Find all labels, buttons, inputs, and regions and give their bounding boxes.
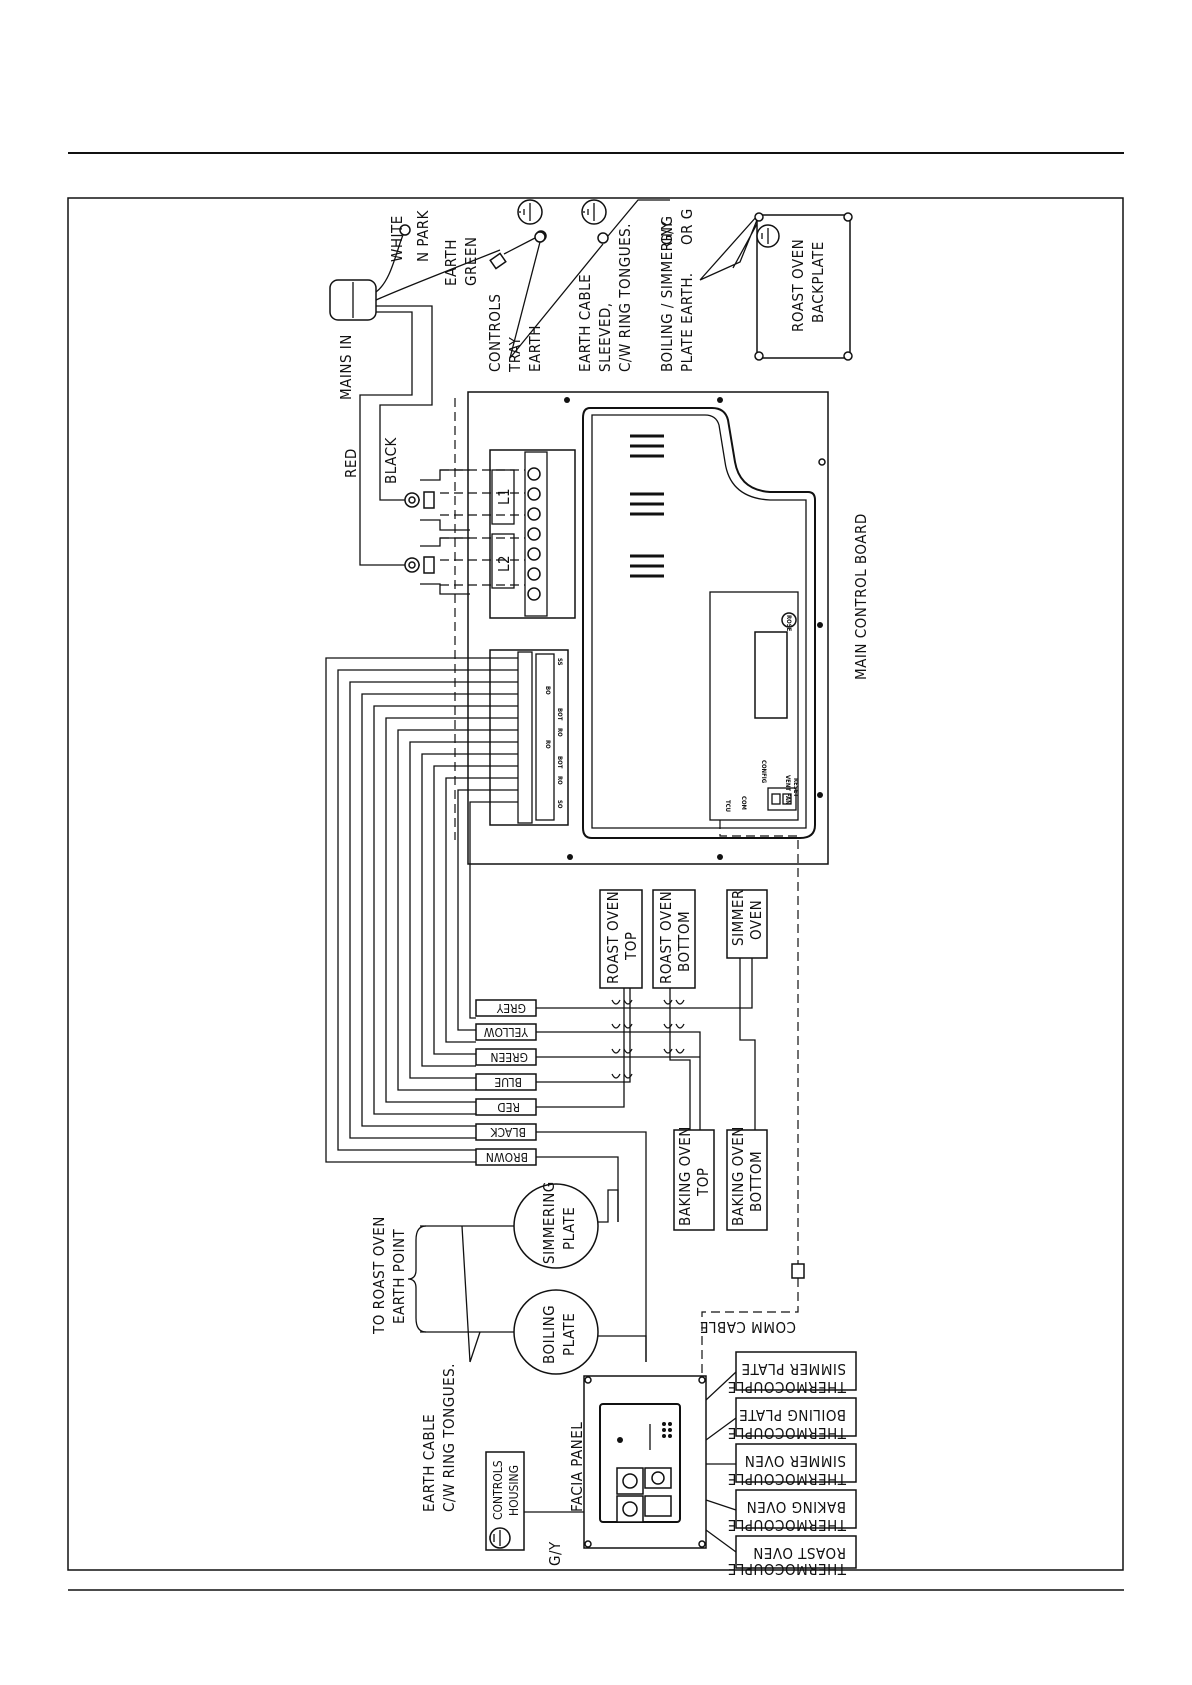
l2-label: L2 bbox=[495, 555, 513, 572]
gy-label: G/Y bbox=[546, 1541, 564, 1566]
power-terminal-block bbox=[404, 449, 576, 619]
board-small-label: VENT FAN bbox=[784, 775, 791, 805]
svg-text:BLUE: BLUE bbox=[494, 1075, 522, 1089]
svg-text:RO: RO bbox=[544, 740, 551, 749]
svg-text:THERMOCOUPLE: THERMOCOUPLE bbox=[727, 1560, 847, 1578]
roast-oven-backplate bbox=[754, 212, 853, 361]
diagram-frame bbox=[67, 197, 1124, 1571]
roast-oven-bottom-box bbox=[652, 889, 696, 989]
earth-symbol-icon bbox=[581, 199, 607, 225]
mains-cable bbox=[329, 224, 547, 566]
baking-top-label-1: BAKING OVEN bbox=[676, 1126, 694, 1226]
boiling-simmering-earth-2: PLATE EARTH. bbox=[678, 272, 696, 372]
backplate-label-1: ROAST OVEN bbox=[789, 239, 807, 332]
roast-bottom-label-1: ROAST OVEN bbox=[657, 891, 675, 984]
svg-text:GREY: GREY bbox=[496, 1001, 526, 1015]
controls-housing bbox=[485, 1451, 525, 1551]
green-label: GREEN bbox=[462, 237, 480, 286]
svg-text:BOT: BOT bbox=[556, 756, 563, 769]
board-small-label: ROSE bbox=[785, 615, 792, 632]
controls-tray-earth-3: EARTH bbox=[526, 325, 544, 372]
main-control-board-label: MAIN CONTROL BOARD bbox=[852, 513, 870, 680]
controls-housing-label-2: HOUSING bbox=[507, 1465, 521, 1516]
wire-colour-labels: GREY YELLOW GREEN BLUE RED BLACK BROWN bbox=[483, 1001, 529, 1164]
baking-bottom-label-2: BOTTOM bbox=[747, 1151, 765, 1212]
roast-top-label-2: TOP bbox=[622, 932, 640, 962]
comm-connector bbox=[791, 1263, 805, 1279]
svg-text:THERMOCOUPLE: THERMOCOUPLE bbox=[727, 1378, 847, 1396]
svg-text:RED: RED bbox=[497, 1100, 520, 1114]
control-terminal-strip bbox=[489, 649, 569, 826]
terminal-strip-labels: SS BOT RO BOT RO SO BO RO bbox=[544, 658, 563, 809]
white-wire-label: WHITE bbox=[388, 215, 406, 262]
brace bbox=[407, 1225, 427, 1333]
svg-text:BAKING OVEN: BAKING OVEN bbox=[746, 1498, 846, 1516]
earth-cable-ring-2: C/W RING TONGUES. bbox=[440, 1363, 458, 1512]
controls-tray-earth-2: TRAY bbox=[506, 336, 524, 373]
svg-text:BO: BO bbox=[544, 686, 551, 695]
earth-label: EARTH bbox=[442, 239, 460, 286]
to-roast-earth-2: EARTH POINT bbox=[390, 1228, 408, 1324]
svg-text:GREEN: GREEN bbox=[490, 1050, 528, 1064]
board-small-label: TCU bbox=[724, 800, 731, 812]
earth-cable-sleeved-1: EARTH CABLE bbox=[576, 274, 594, 372]
gy-or-g-2: OR G bbox=[678, 208, 696, 245]
svg-text:BROWN: BROWN bbox=[486, 1150, 528, 1164]
svg-text:RO: RO bbox=[556, 776, 563, 785]
svg-text:SS: SS bbox=[556, 658, 563, 666]
comm-cable-label: COMM CABLE bbox=[699, 1318, 796, 1336]
thermocouple-labels: SIMMER PLATE THERMOCOUPLE BOILING PLATE … bbox=[727, 1360, 847, 1578]
boiling-plate-label-1: BOILING bbox=[540, 1305, 558, 1364]
earth-cable-ring-1: EARTH CABLE bbox=[420, 1414, 438, 1512]
svg-text:ROAST OVEN: ROAST OVEN bbox=[753, 1544, 846, 1562]
earth-cable-sleeved-2: SLEEVED, bbox=[596, 302, 614, 372]
to-roast-earth-1: TO ROAST OVEN bbox=[370, 1216, 388, 1335]
wire-bundle bbox=[325, 657, 518, 1163]
l1-label: L1 bbox=[495, 488, 513, 505]
simmering-plate-label-2: PLATE bbox=[560, 1207, 578, 1250]
svg-text:YELLOW: YELLOW bbox=[483, 1025, 529, 1039]
controls-housing-label-1: CONTROLS bbox=[491, 1460, 505, 1520]
backplate-label-2: BACKPLATE bbox=[809, 241, 827, 323]
svg-text:SIMMER OVEN: SIMMER OVEN bbox=[744, 1452, 846, 1470]
wire-crossover-ticks bbox=[611, 999, 685, 1079]
thermocouple-boxes bbox=[735, 1351, 857, 1569]
simmer-oven-label-2: OVEN bbox=[747, 900, 765, 940]
board-small-label: CONFIG bbox=[760, 760, 767, 784]
boiling-plate-label-2: PLATE bbox=[560, 1313, 578, 1356]
simmer-oven-box bbox=[726, 889, 768, 959]
red-wire-label: RED bbox=[342, 448, 360, 478]
svg-text:BLACK: BLACK bbox=[490, 1125, 526, 1139]
svg-text:THERMOCOUPLE: THERMOCOUPLE bbox=[727, 1516, 847, 1534]
baking-oven-bottom-box bbox=[726, 1129, 768, 1231]
board-small-label: RESET bbox=[792, 778, 799, 797]
svg-text:SO: SO bbox=[556, 800, 563, 809]
controls-tray-earth-1: CONTROLS bbox=[486, 294, 504, 372]
board-small-label: COM bbox=[740, 796, 747, 810]
roast-bottom-label-2: BOTTOM bbox=[675, 911, 693, 972]
roast-top-label-1: ROAST OVEN bbox=[604, 891, 622, 984]
boiling-simmering-earth-1: BOILING / SIMMERING bbox=[658, 215, 676, 372]
svg-text:SIMMER PLATE: SIMMER PLATE bbox=[741, 1360, 846, 1378]
simmering-plate-label-1: SIMMERING bbox=[540, 1181, 558, 1264]
gy-or-g-1: G/Y bbox=[658, 220, 676, 245]
roast-oven-top-box bbox=[599, 889, 643, 989]
svg-text:THERMOCOUPLE: THERMOCOUPLE bbox=[727, 1470, 847, 1488]
simmer-oven-label-1: SIMMER bbox=[729, 889, 747, 946]
baking-bottom-label-1: BAKING OVEN bbox=[729, 1126, 747, 1226]
facia-panel bbox=[583, 1375, 707, 1549]
mains-in-label: MAINS IN bbox=[337, 334, 355, 400]
earth-cable-sleeved-3: C/W RING TONGUES. bbox=[616, 223, 634, 372]
facia-panel-label: FACIA PANEL bbox=[568, 1422, 586, 1512]
n-park-label: N PARK bbox=[414, 209, 432, 262]
baking-top-label-2: TOP bbox=[694, 1168, 712, 1198]
svg-text:BOILING PLATE: BOILING PLATE bbox=[739, 1406, 846, 1424]
svg-text:THERMOCOUPLE: THERMOCOUPLE bbox=[727, 1424, 847, 1442]
black-wire-label: BLACK bbox=[382, 436, 400, 484]
baking-oven-top-box bbox=[673, 1129, 715, 1231]
svg-text:RO: RO bbox=[556, 728, 563, 737]
earth-symbol-icon bbox=[517, 199, 543, 225]
svg-text:BOT: BOT bbox=[556, 708, 563, 721]
